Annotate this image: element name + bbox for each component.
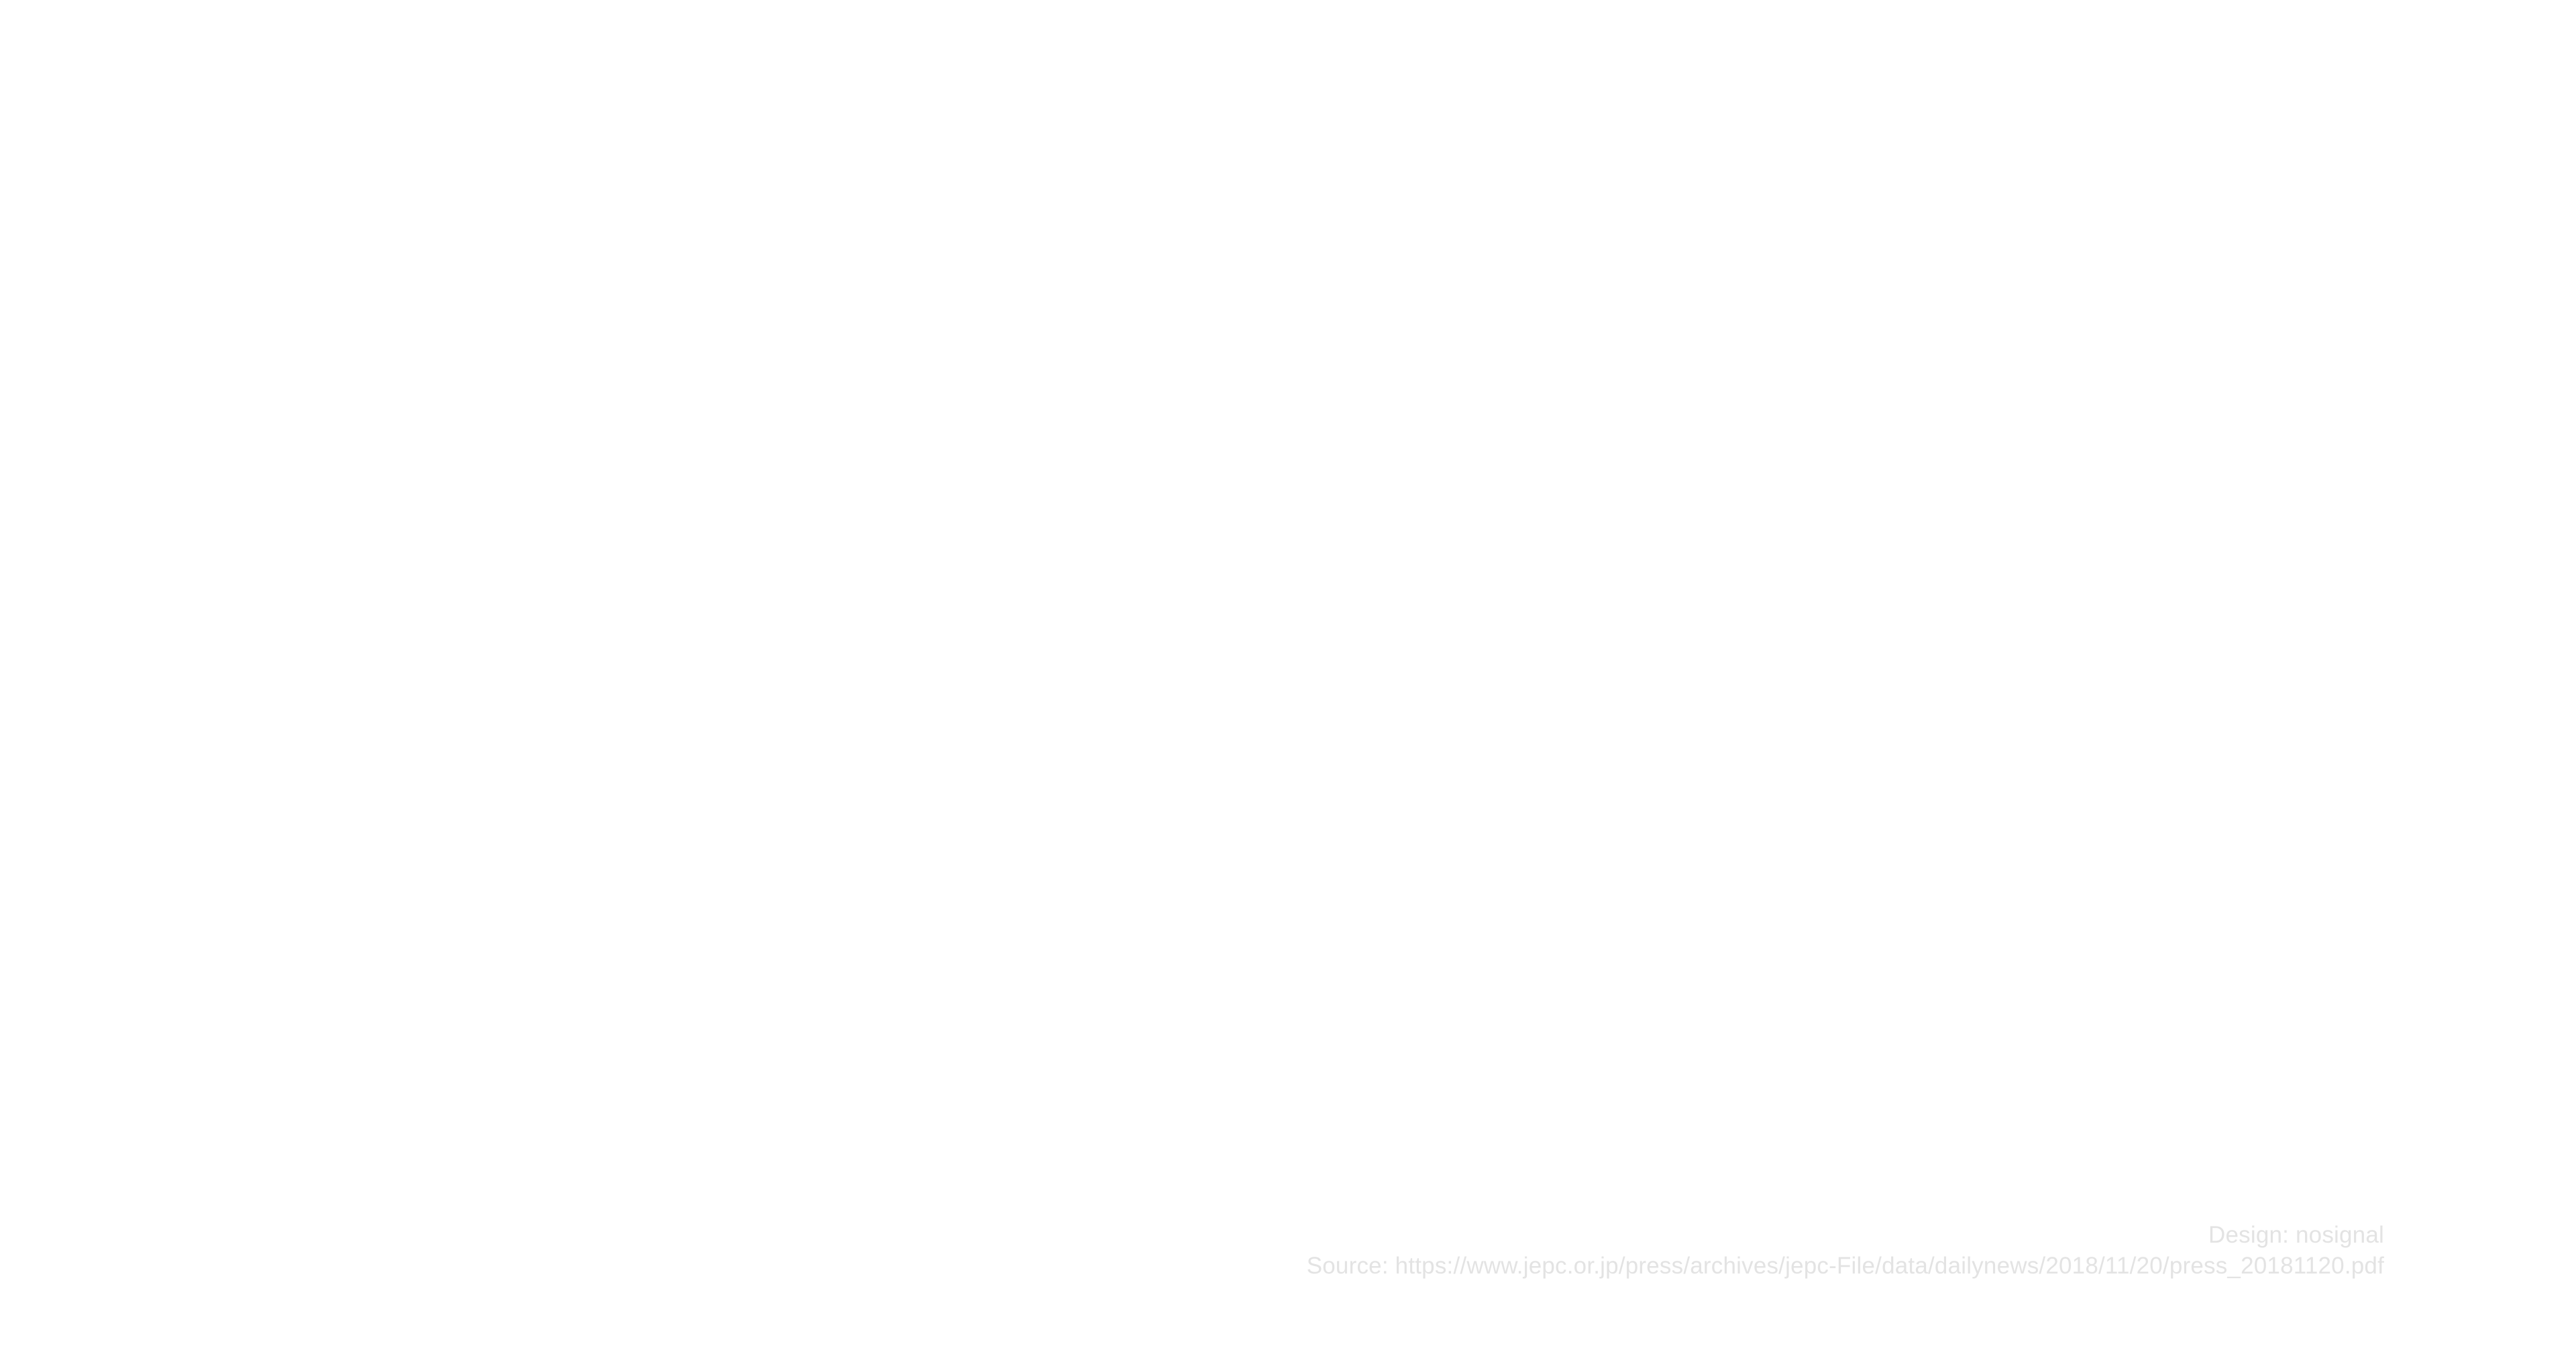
source-credit-link[interactable]: Source: https://www.jepc.or.jp/press/arc… <box>1306 1253 2384 1279</box>
design-credit: Design: nosignal <box>2208 1222 2384 1248</box>
credits-block: Design: nosignal Source: https://www.jep… <box>1307 1220 2384 1282</box>
